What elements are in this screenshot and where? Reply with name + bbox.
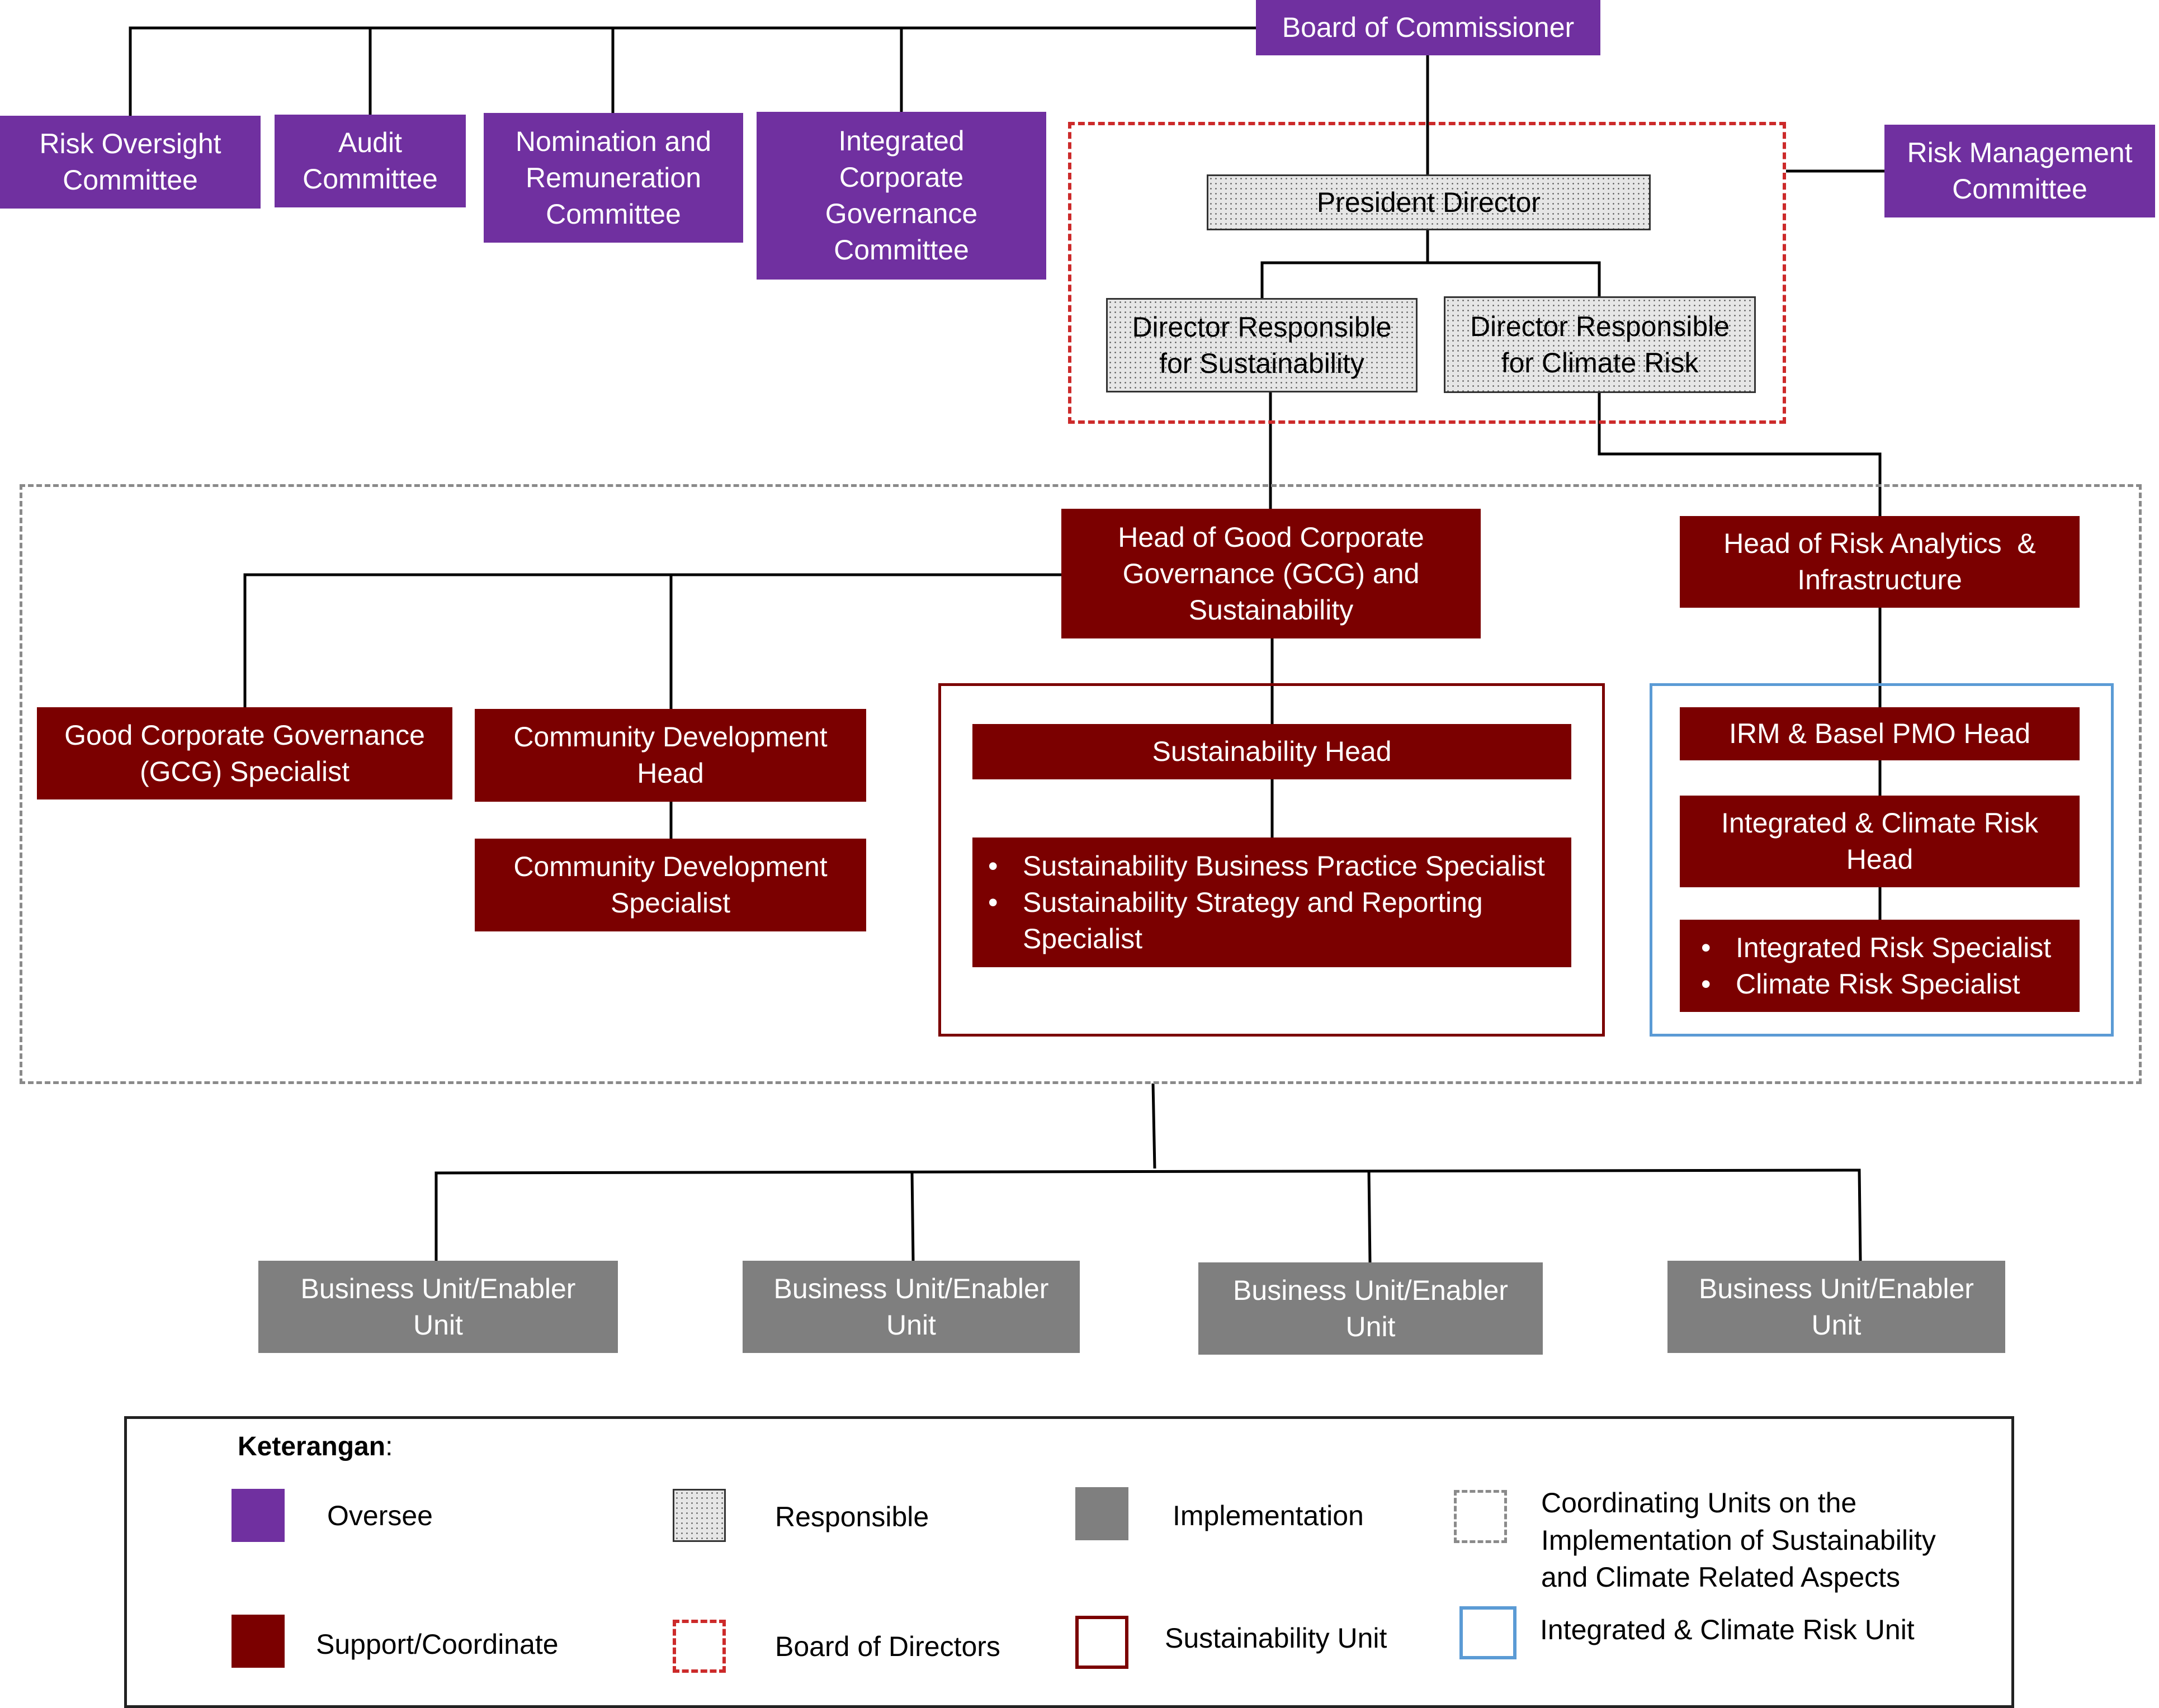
legend-label-line: Implementation of Sustainability xyxy=(1541,1524,1936,1556)
head-gcg-sustainability-box: Head of Good Corporate Governance (GCG) … xyxy=(1061,509,1481,638)
list-item: Sustainability Business Practice Special… xyxy=(988,848,1549,884)
legend-swatch-implementation xyxy=(1075,1487,1128,1540)
committee-label-line: Risk Management xyxy=(1907,137,2133,168)
risk-management-committee-box: Risk Management Committee xyxy=(1884,125,2155,217)
business-unit-label-line: Unit xyxy=(1345,1310,1396,1342)
legend-label-responsible: Responsible xyxy=(775,1501,929,1532)
business-unit-label-line: Unit xyxy=(886,1309,936,1341)
legend-title: Keterangan: xyxy=(238,1431,393,1462)
unit-label-line: Specialist xyxy=(611,887,730,919)
legend-swatch-oversee xyxy=(232,1489,285,1542)
committee-label-line: Audit xyxy=(338,127,402,158)
unit-label-line: Infrastructure xyxy=(1797,564,1962,595)
sustainability-head-label: Sustainability Head xyxy=(1152,736,1392,767)
sustainability-specialists-box: Sustainability Business Practice Special… xyxy=(972,838,1571,967)
community-development-head-box: Community Development Head xyxy=(475,709,866,802)
business-unit-box: Business Unit/Enabler Unit xyxy=(258,1261,618,1353)
integrated-climate-risk-head-box: Integrated & Climate Risk Head xyxy=(1680,796,2080,887)
legend-label-sustainability-unit: Sustainability Unit xyxy=(1165,1622,1387,1654)
legend-swatch-support xyxy=(232,1615,285,1668)
committee-label-line: Remuneration xyxy=(525,162,702,193)
legend-label-board-of-directors: Board of Directors xyxy=(775,1631,1000,1662)
legend-label-line: and Climate Related Aspects xyxy=(1541,1562,1901,1593)
director-sustainability-box: Director Responsible for Sustainability xyxy=(1106,298,1418,392)
legend-swatch-responsible xyxy=(673,1489,726,1542)
legend-swatch-climate-risk-unit xyxy=(1459,1606,1517,1659)
unit-label-line: Head of Risk Analytics & xyxy=(1723,528,2036,559)
unit-label-line: Head xyxy=(1846,844,1914,875)
legend-label-implementation: Implementation xyxy=(1173,1500,1364,1531)
risk-oversight-committee-box: Risk Oversight Committee xyxy=(0,116,261,209)
committee-label-line: Committee xyxy=(834,234,969,266)
legend-box xyxy=(124,1416,2014,1708)
risk-specialists-list: Integrated Risk Specialist Climate Risk … xyxy=(1691,930,2068,1002)
committee-label-line: Corporate xyxy=(839,162,964,193)
sustainability-specialists-list: Sustainability Business Practice Special… xyxy=(972,848,1549,957)
sustainability-unit-frame xyxy=(938,683,1605,1037)
legend-label-support: Support/Coordinate xyxy=(316,1629,559,1660)
committee-label-line: Committee xyxy=(303,163,438,195)
business-unit-box: Business Unit/Enabler Unit xyxy=(743,1261,1080,1353)
director-label-line: Director Responsible xyxy=(1132,311,1392,343)
unit-label-line: Governance (GCG) and xyxy=(1122,557,1420,589)
legend-label-oversee: Oversee xyxy=(327,1500,433,1531)
committee-label-line: Committee xyxy=(1952,173,2087,205)
legend-swatch-sustainability-unit xyxy=(1075,1616,1128,1669)
business-unit-label-line: Business Unit/Enabler xyxy=(1233,1274,1508,1306)
list-item: Integrated Risk Specialist xyxy=(1701,930,2068,966)
irm-head-label: IRM & Basel PMO Head xyxy=(1728,718,2031,749)
director-label-line: Director Responsible xyxy=(1470,310,1730,342)
legend-title-colon: : xyxy=(385,1432,393,1461)
unit-label-line: Head xyxy=(637,758,704,789)
board-of-commissioner-label: Board of Commissioner xyxy=(1282,12,1575,43)
business-unit-label-line: Unit xyxy=(413,1309,463,1341)
president-director-label: President Director xyxy=(1316,186,1541,218)
business-unit-label-line: Unit xyxy=(1811,1309,1862,1341)
committee-label-line: Nomination and xyxy=(515,125,712,157)
legend-label-climate-risk-unit: Integrated & Climate Risk Unit xyxy=(1540,1614,1915,1645)
board-of-commissioner-box: Board of Commissioner xyxy=(1256,0,1600,55)
director-label-line: for Climate Risk xyxy=(1501,347,1699,378)
irm-basel-pmo-head-box: IRM & Basel PMO Head xyxy=(1680,707,2080,760)
list-item: Climate Risk Specialist xyxy=(1701,966,2068,1002)
committee-label-line: Integrated xyxy=(838,125,965,157)
sustainability-head-box: Sustainability Head xyxy=(972,724,1571,779)
business-unit-box: Business Unit/Enabler Unit xyxy=(1198,1262,1543,1355)
coordinating-units-frame xyxy=(20,484,2142,1084)
climate-risk-unit-frame xyxy=(1650,683,2114,1037)
business-unit-label-line: Business Unit/Enabler xyxy=(300,1272,576,1304)
director-climate-risk-box: Director Responsible for Climate Risk xyxy=(1444,296,1756,393)
legend-swatch-coordinating xyxy=(1454,1490,1507,1543)
legend-swatch-board-of-directors xyxy=(673,1620,726,1673)
committee-label-line: Risk Oversight xyxy=(39,128,221,159)
community-development-specialist-box: Community Development Specialist xyxy=(475,839,866,931)
unit-label-line: Sustainability xyxy=(1188,594,1354,626)
committee-label-line: Governance xyxy=(825,198,978,229)
unit-label-line: Integrated & Climate Risk xyxy=(1721,807,2038,839)
committee-label-line: Committee xyxy=(546,198,681,230)
audit-committee-box: Audit Committee xyxy=(275,115,466,207)
risk-specialists-box: Integrated Risk Specialist Climate Risk … xyxy=(1680,920,2080,1012)
unit-label-line: Head of Good Corporate xyxy=(1118,521,1424,553)
board-of-directors-frame xyxy=(1068,122,1786,424)
director-label-line: for Sustainability xyxy=(1159,347,1364,379)
integrated-governance-committee-box: Integrated Corporate Governance Committe… xyxy=(757,112,1046,280)
president-director-box: President Director xyxy=(1207,174,1651,230)
unit-label-line: Community Development xyxy=(513,851,828,882)
head-risk-analytics-box: Head of Risk Analytics & Infrastructure xyxy=(1680,516,2080,608)
unit-label-line: Good Corporate Governance xyxy=(64,719,425,751)
gcg-specialist-box: Good Corporate Governance (GCG) Speciali… xyxy=(37,707,452,799)
list-item: Sustainability Strategy and Reporting Sp… xyxy=(988,884,1520,957)
unit-label-line: Community Development xyxy=(513,721,828,753)
business-unit-box: Business Unit/Enabler Unit xyxy=(1667,1261,2005,1353)
unit-label-line: (GCG) Specialist xyxy=(139,755,350,787)
committee-label-line: Committee xyxy=(63,164,198,196)
business-unit-label-line: Business Unit/Enabler xyxy=(773,1272,1049,1304)
legend-label-coordinating: Coordinating Units on the Implementation… xyxy=(1541,1484,1936,1596)
legend-label-line: Coordinating Units on the xyxy=(1541,1487,1857,1518)
nomination-remuneration-committee-box: Nomination and Remuneration Committee xyxy=(484,113,743,243)
business-unit-label-line: Business Unit/Enabler xyxy=(1699,1272,1974,1304)
legend-title-text: Keterangan xyxy=(238,1432,386,1461)
